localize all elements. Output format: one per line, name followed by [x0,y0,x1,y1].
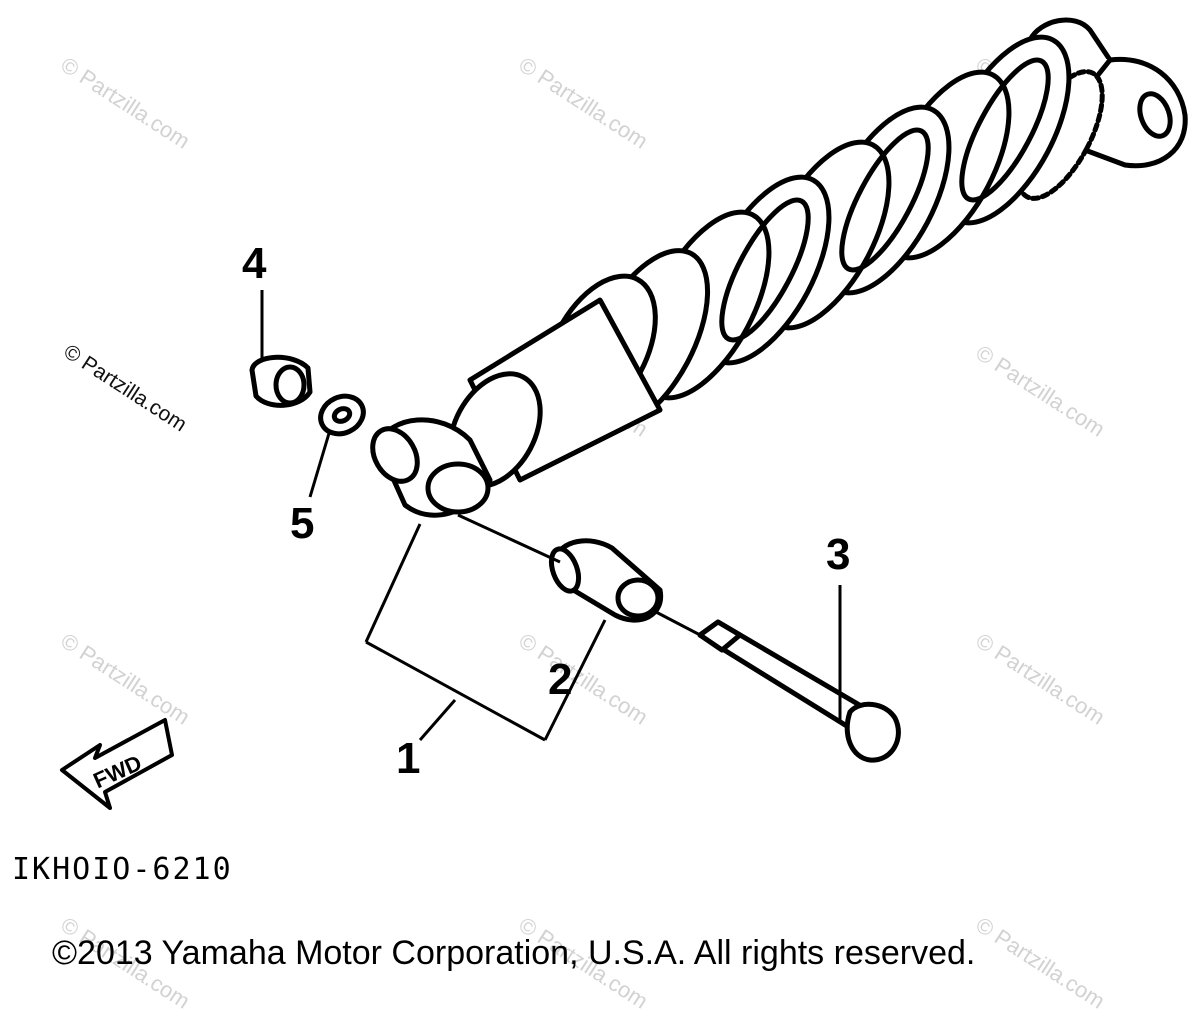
callout-4: 4 [242,239,267,288]
callout-5: 5 [290,499,315,548]
callout-3: 3 [826,530,851,579]
parts-diagram: © Partzilla.com © Partzilla.com © Partzi… [12,17,1188,1014]
copyright-notice: ©2013 Yamaha Motor Corporation, U.S.A. A… [52,934,976,972]
diagram-code: IKHOIO-6210 [12,852,233,887]
lower-eye [370,417,493,518]
bushing-part [548,538,664,623]
bolt-part [697,619,901,763]
fwd-arrow: FWD [60,718,174,810]
diagram-drawing: FWD [60,17,1188,810]
callout-1: 1 [396,734,421,783]
nut-part [249,354,313,408]
washer-part [318,393,366,437]
leader-lines [260,290,842,742]
callout-2: 2 [548,655,573,704]
